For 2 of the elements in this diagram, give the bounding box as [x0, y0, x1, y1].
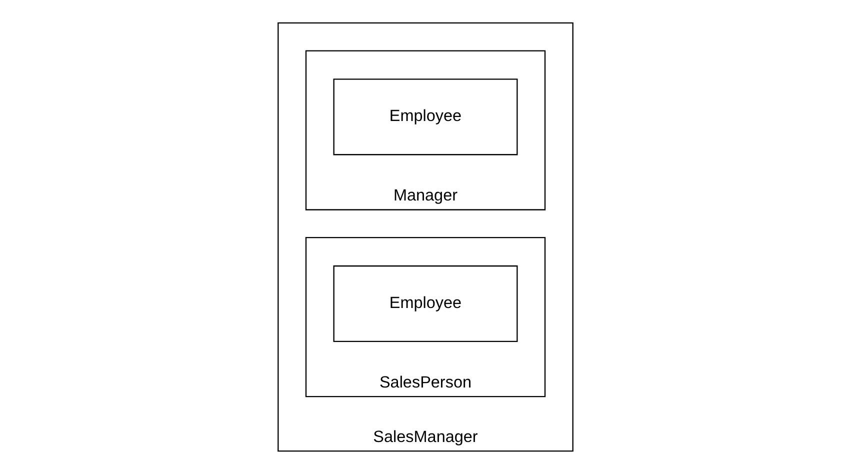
- node-box: Employee: [332, 264, 518, 342]
- node-box: Employee: [332, 78, 518, 155]
